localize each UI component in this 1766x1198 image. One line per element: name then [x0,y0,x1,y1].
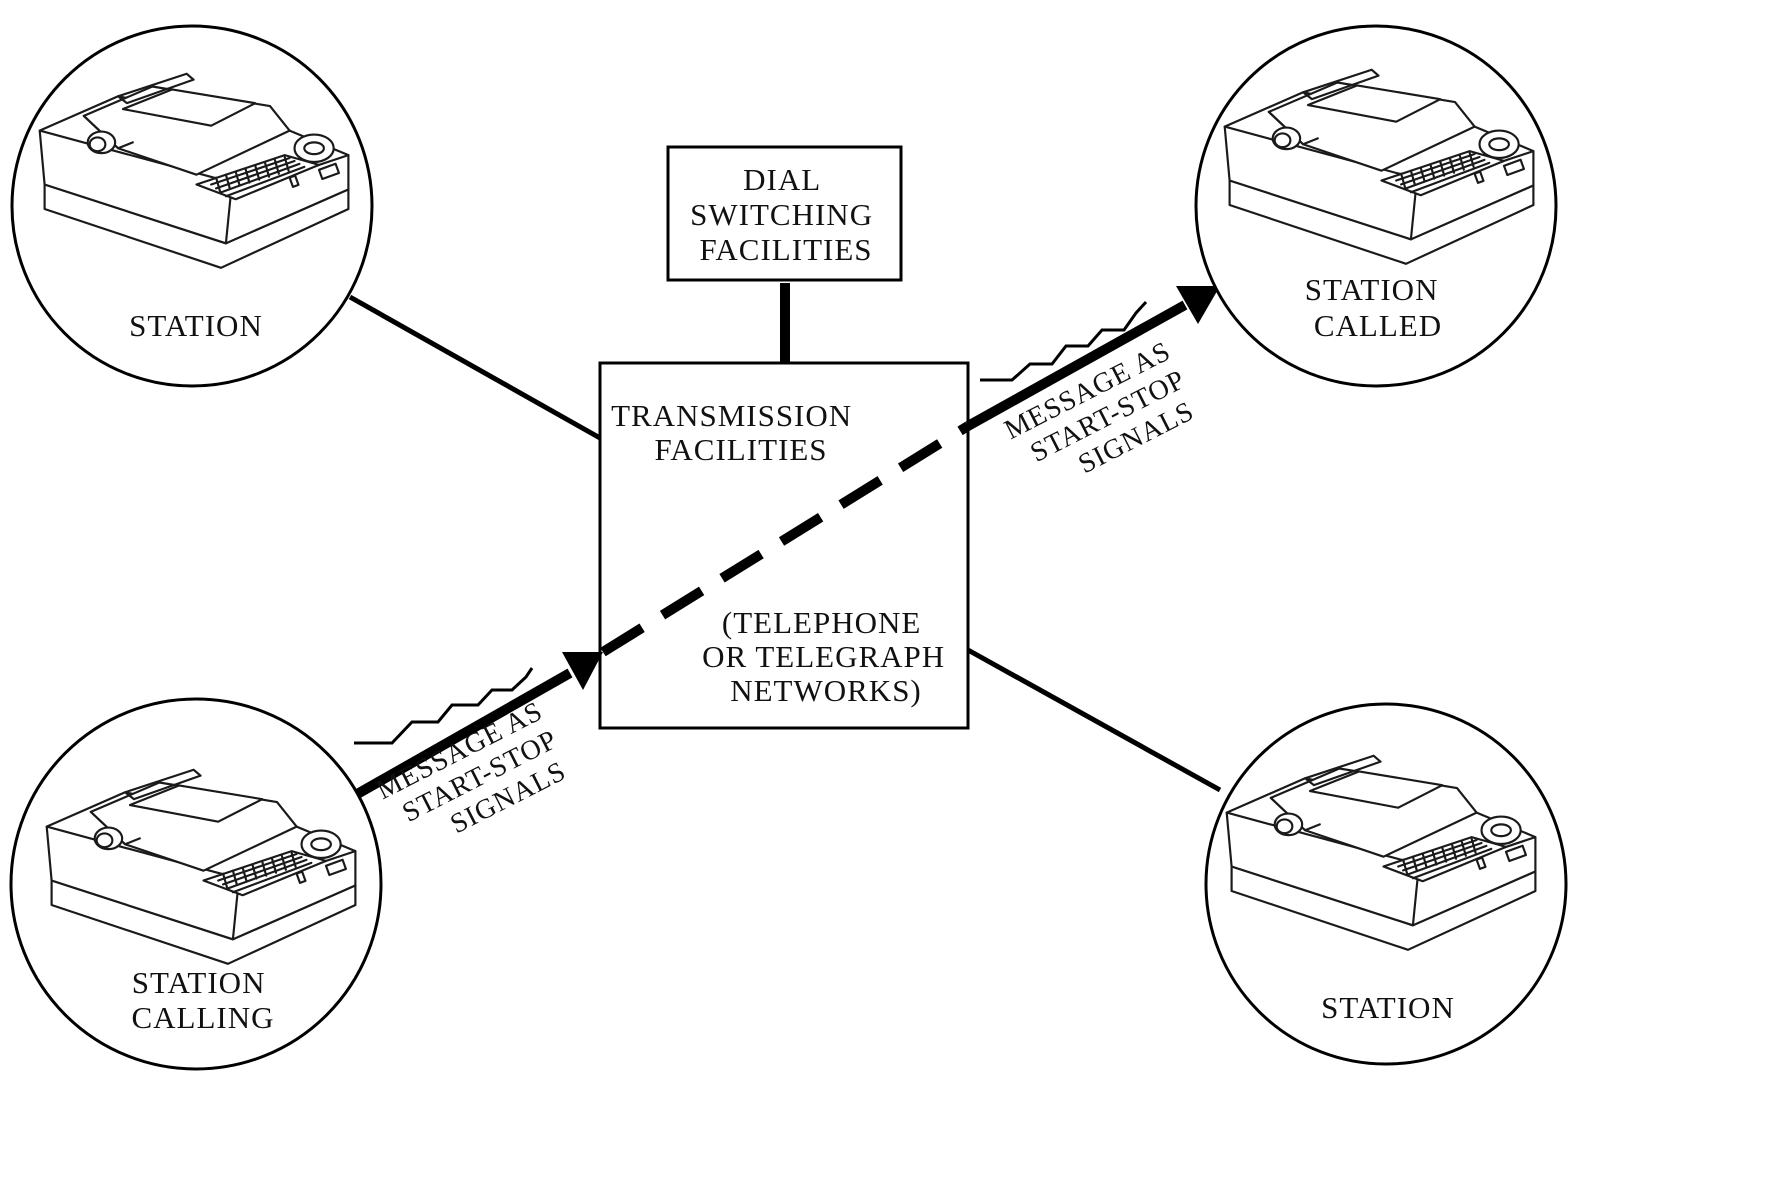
svg-text:TRANSMISSION FACILITIES: TRANSMISSION FACILITIES [611,398,861,467]
svg-text:MESSAGE AS START-STOP: MESSAGE AS START-STOP SIGNALS [1000,332,1212,503]
station-bottom-right: STATION [1204,702,1568,1066]
square-wave-out [980,300,1148,382]
network-line-1: (TELEPHONE [722,605,921,640]
station-bottom-left-line-2: CALLING [131,1000,274,1035]
station-top-right-line-2: CALLED [1314,308,1442,343]
square-wave-in [354,667,534,745]
station-top-right: STATION CALLED [1194,24,1558,388]
signal-path-in [349,668,573,802]
link-top-left-station [348,294,602,441]
dial-switching-box [666,145,903,282]
network-line-3: NETWORKS) [730,673,922,708]
station-top-left-line-1: STATION [129,308,263,343]
signal-label-in: MESSAGE AS START-STOP SIGNALS [372,692,584,863]
svg-text:MESSAGE AS START-STOP: MESSAGE AS START-STOP SIGNALS [372,692,584,863]
transmission-title-line-2: FACILITIES [654,432,827,467]
dial-switching-line-2: SWITCHING [690,197,873,232]
svg-text:STATION CALLED: STATION CALLED [1305,272,1447,343]
station-bottom-left: STATION CALLING [9,697,383,1071]
station-top-right-line-1: STATION [1305,272,1439,307]
link-bottom-right-station [966,647,1222,793]
station-top-left: STATION [10,24,374,388]
svg-text:STATION: STATION [129,308,263,343]
svg-text:STATION: STATION [1321,990,1455,1025]
arrowhead-out [1176,286,1220,324]
network-line-2: OR TELEGRAPH [702,639,945,674]
station-bottom-right-line-1: STATION [1321,990,1455,1025]
svg-text:(TELEPHONE OR TELEGRAPH: (TELEPHONE OR TELEGRAPH NETWORKS) [702,605,954,708]
dashed-path [600,421,971,657]
transmission-box [598,361,970,730]
svg-text:STATION CALLING: STATION CALLING [131,965,274,1035]
dial-switching-line-3: FACILITIES [699,232,872,267]
transmission-title-line-1: TRANSMISSION [611,398,852,433]
signal-label-out: MESSAGE AS START-STOP SIGNALS [1000,332,1212,503]
arrowhead-in [562,652,603,690]
dial-switching-line-1: DIAL [743,162,820,197]
svg-text:DIAL SWITCHING FACILIT: DIAL SWITCHING FACILITIES [690,162,882,267]
station-bottom-left-line-1: STATION [132,965,266,1000]
signal-path-out [965,300,1188,431]
